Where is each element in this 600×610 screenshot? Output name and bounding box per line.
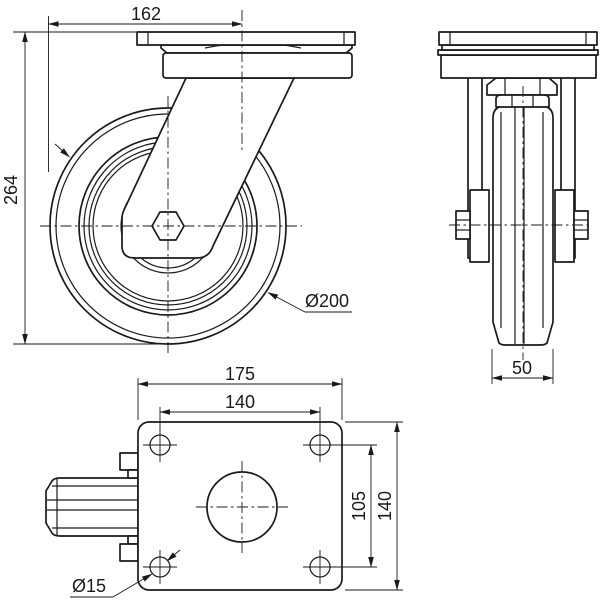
axle-washer-left [469,189,490,263]
bolt-hole-bottom-left [143,550,177,584]
mounting-plate-front [136,31,356,46]
dimension-hole-diameter: Ø15 [70,549,181,598]
counter-arrow [166,549,181,562]
kingpin-washer [495,94,550,108]
kingpin-hole [196,461,288,553]
axle-washer-right [554,189,575,263]
mounting-plate-side [438,31,598,46]
centerlines-front [40,10,302,356]
dim-plate-depth-label: 140 [375,491,395,521]
dimension-swivel-radius: 162 [48,4,243,172]
swivel-housing-side [440,54,597,79]
dimension-plate-depth: 140 [345,421,403,591]
dim-wheel-diameter-label: Ø200 [305,291,349,311]
kingpin-hex [486,77,558,96]
top-plate-assembly-front [136,31,356,79]
dim-hole-diameter-label: Ø15 [72,576,106,596]
top-plate-assembly-side [437,31,599,79]
tangent-arrow [54,143,70,158]
dimension-bolt-spacing-width: 140 [159,392,321,436]
dimension-wheel-width: 50 [491,349,554,384]
dimension-wheel-diameter: Ø200 [267,291,352,313]
swivel-housing-front [162,52,353,79]
dim-bolt-spacing-depth-label: 105 [349,491,369,521]
leader-arrow [112,573,153,598]
dim-bolt-spacing-width-label: 140 [225,392,255,412]
dim-plate-width-label: 175 [225,364,255,384]
dim-swivel-radius-label: 162 [131,4,161,24]
dimension-overall-height: 264 [1,31,169,345]
fork-tab-bottom [119,543,139,562]
raceway-bar-front [160,44,353,54]
wheel-outline-below [45,477,139,537]
swivel-fork-front [121,77,295,259]
leader-arrow [267,292,306,313]
centerlines-side [449,86,592,360]
front-view: 162 264 Ø200 [1,4,356,356]
fork-step-bottom [127,535,139,545]
side-view: 50 [437,31,599,384]
fork-step-top [127,469,139,479]
kingpin-nut-side [486,77,558,108]
dim-overall-height-label: 264 [1,175,21,205]
wheel-bottom-view [45,452,139,562]
mounting-plate-bottom [137,421,343,591]
dim-wheel-width-label: 50 [512,358,532,378]
bottom-view: 175 140 105 140 Ø15 [45,364,403,598]
fork-tab-top [119,452,139,471]
dimension-bolt-spacing-depth: 105 [334,444,377,568]
dimension-plate-width: 175 [137,364,343,420]
bolt-hole-bottom-right [303,550,337,584]
